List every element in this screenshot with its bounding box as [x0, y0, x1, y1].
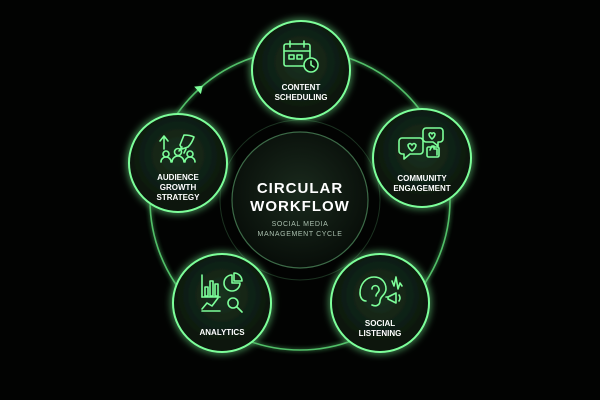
center-subtitle-line1: SOCIAL MEDIA	[272, 221, 329, 228]
flow-arrowhead	[194, 85, 203, 95]
node-label-line: STRATEGY	[157, 193, 201, 202]
calendar-clock-icon	[283, 40, 319, 73]
chat-like-icon	[398, 127, 444, 160]
node-label-line: AUDIENCE	[157, 173, 199, 182]
node-analytics: ANALYTICS	[172, 253, 272, 353]
node-label-line: SCHEDULING	[275, 93, 328, 102]
node-label-line: ENGAGEMENT	[393, 184, 450, 193]
node-audience-growth-strategy: AUDIENCE GROWTH STRATEGY	[128, 113, 228, 213]
center-hub: CIRCULAR WORKFLOW SOCIAL MEDIA MANAGEMEN…	[219, 119, 381, 281]
node-label-line: LISTENING	[359, 329, 402, 338]
node-label-line: GROWTH	[160, 183, 197, 192]
center-title-line1: CIRCULAR	[257, 180, 343, 197]
node-label-line: SOCIAL	[365, 319, 395, 328]
center-subtitle-line2: MANAGEMENT CYCLE	[258, 231, 343, 238]
node-label-line: ANALYTICS	[199, 328, 245, 337]
node-content-scheduling: CONTENT SCHEDULING	[251, 20, 351, 120]
node-label-line: COMMUNITY	[397, 174, 447, 183]
node-social-listening: SOCIAL LISTENING	[330, 253, 430, 353]
node-label-line: CONTENT	[282, 83, 321, 92]
ear-megaphone-icon	[359, 276, 403, 307]
charts-magnifier-icon	[201, 272, 243, 313]
rocket-people-icon	[159, 134, 196, 163]
node-community-engagement: COMMUNITY ENGAGEMENT	[372, 108, 472, 208]
center-title-line2: WORKFLOW	[250, 198, 350, 215]
